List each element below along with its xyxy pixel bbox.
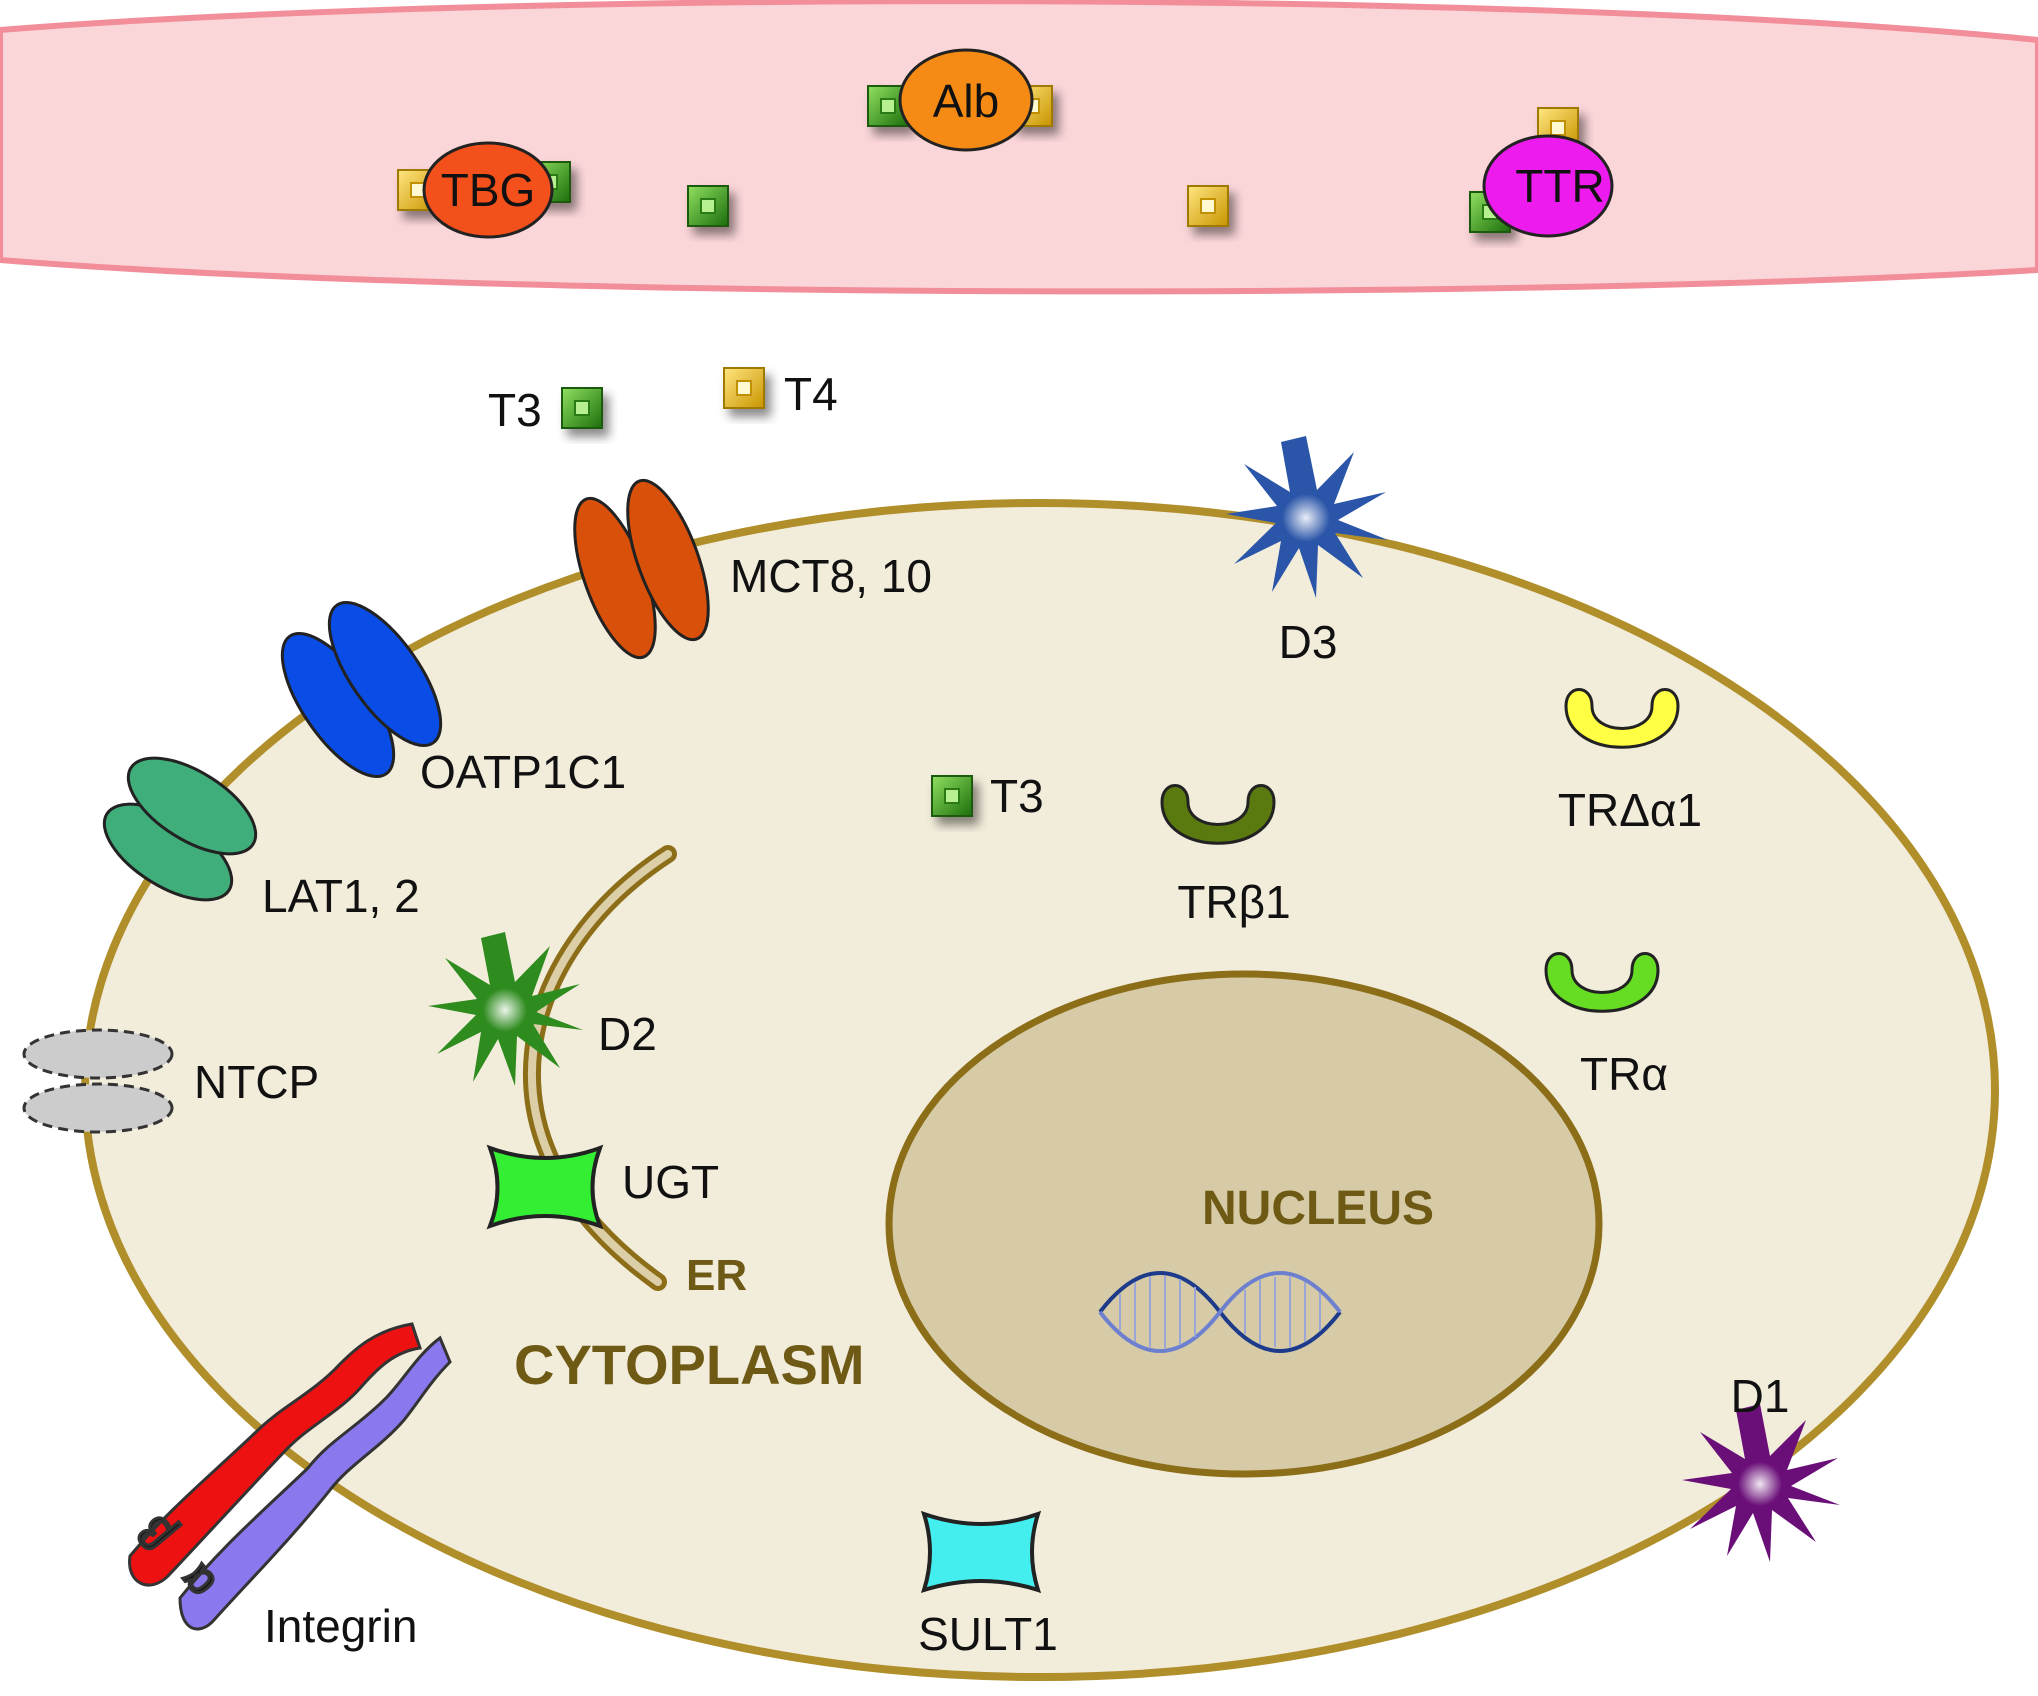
integrin-receptor-icon: β α xyxy=(125,1322,452,1631)
ntcp-label: NTCP xyxy=(194,1056,319,1108)
d3-deiodinase-star-icon xyxy=(1226,436,1388,598)
t3-cytoplasm-square-icon xyxy=(931,775,973,817)
d1-label: D1 xyxy=(1731,1370,1790,1422)
tbg-label: TBG xyxy=(441,164,536,216)
trda1-label: TRΔα1 xyxy=(1558,784,1702,836)
serum-t4-square-icon xyxy=(1187,185,1229,227)
d3-label: D3 xyxy=(1279,616,1338,668)
nucleus-label: NUCLEUS xyxy=(1202,1182,1434,1235)
ttr-protein: TTR xyxy=(1482,134,1614,238)
oatp1c1-label: OATP1C1 xyxy=(420,746,626,798)
sult1-enzyme-icon xyxy=(920,1510,1042,1594)
serum-t3-square-icon xyxy=(687,185,729,227)
ntcp-transporter-icon xyxy=(22,1028,174,1134)
tra-label: TRα xyxy=(1580,1048,1668,1100)
mct8-10-transporter-icon xyxy=(573,478,710,660)
d2-label: D2 xyxy=(598,1008,657,1060)
t4-outside-square-icon xyxy=(723,367,765,409)
trb1-label: TRβ1 xyxy=(1177,876,1290,928)
ttr-label: TTR xyxy=(1515,160,1604,212)
albumin-protein: Alb xyxy=(898,48,1034,152)
t3-outside-label: T3 xyxy=(488,384,542,436)
er-label: ER xyxy=(686,1251,747,1300)
t3-outside-square-icon xyxy=(561,387,603,429)
blood-vessel xyxy=(0,0,2038,295)
mct8-10-label: MCT8, 10 xyxy=(730,550,932,602)
d1-deiodinase-star-icon xyxy=(1682,1404,1840,1562)
cytoplasm-label: CYTOPLASM xyxy=(514,1333,865,1396)
d2-deiodinase-star-icon xyxy=(428,932,583,1086)
alb-label: Alb xyxy=(933,75,999,127)
nucleus xyxy=(885,970,1603,1478)
ugt-label: UGT xyxy=(622,1156,719,1208)
t4-outside-label: T4 xyxy=(784,368,838,420)
lat1-2-label: LAT1, 2 xyxy=(262,870,420,922)
tbg-protein: TBG xyxy=(422,141,554,239)
integrin-label: Integrin xyxy=(264,1600,417,1652)
sult1-label: SULT1 xyxy=(918,1608,1058,1660)
lat1-2-transporter-icon xyxy=(102,756,258,902)
oatp1c1-transporter-icon xyxy=(280,600,443,779)
t3-cytoplasm-label: T3 xyxy=(990,770,1044,822)
dna-helix-icon xyxy=(1098,1271,1342,1353)
ugt-enzyme-icon xyxy=(486,1144,604,1230)
